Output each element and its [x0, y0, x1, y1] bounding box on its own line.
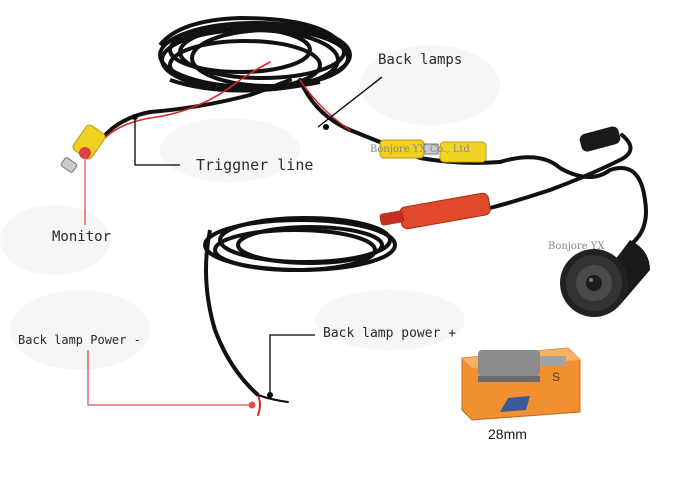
power-neg-pointer-dot: [248, 401, 256, 409]
trigger-line-pointer-dot: [132, 114, 138, 120]
trigger-line-label: Triggner line: [196, 156, 314, 174]
back-lamp-power-neg-label: Back lamp Power -: [18, 333, 141, 347]
upper-cable-coil: [158, 15, 352, 93]
rca-yellow-connector-right: [379, 139, 487, 163]
rca-red-connector: [379, 192, 491, 230]
monitor-label: Monitor: [52, 229, 112, 245]
inline-connector: [579, 126, 621, 152]
back-lamp-power-pos-label: Back lamp power +: [323, 326, 457, 341]
drill-size-label: 28mm: [488, 426, 527, 442]
box-side-text: S: [552, 370, 561, 384]
back-lamps-label: Back lamps: [378, 52, 463, 68]
power-pos-pointer-dot: [267, 392, 273, 398]
hole-saw-box: [461, 347, 581, 421]
rca-yellow-connector-left: [60, 124, 106, 173]
background-blobs: [0, 45, 500, 370]
watermark-top: Bonjore YX Co., Ltd: [370, 144, 470, 155]
wire-ends: [257, 394, 289, 416]
watermark-camera: Bonjore YX: [548, 241, 605, 252]
back-lamps-pointer-dot: [323, 124, 329, 130]
pointer-lines: [84, 76, 383, 409]
lower-cable-coil: [203, 216, 397, 397]
rear-camera: [560, 240, 650, 317]
